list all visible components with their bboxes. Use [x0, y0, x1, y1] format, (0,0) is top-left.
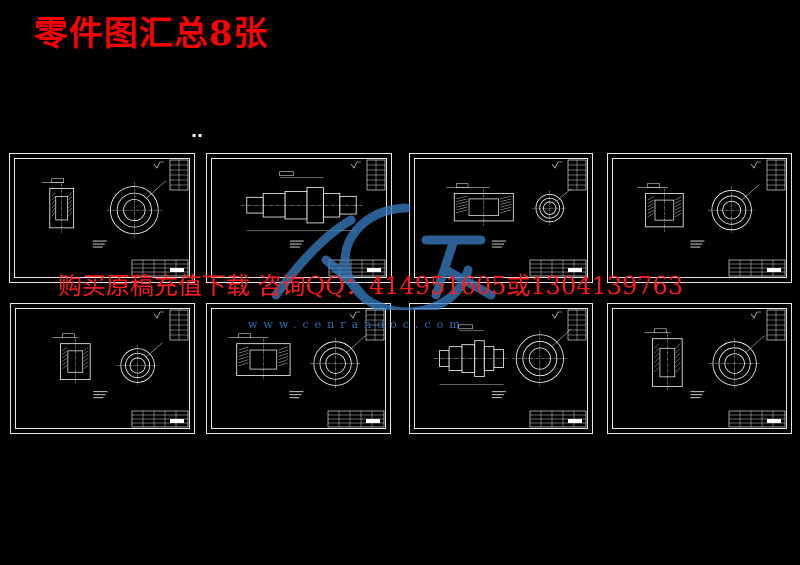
revision-table — [169, 309, 189, 341]
revision-table — [366, 159, 386, 191]
revision-table — [766, 309, 786, 341]
tech-notes — [92, 240, 107, 248]
front-view — [531, 188, 572, 226]
front-view — [309, 335, 366, 390]
cad-drawing — [433, 309, 587, 428]
section-view — [644, 328, 683, 392]
revision-table — [169, 159, 189, 191]
roughness-icon — [350, 161, 361, 169]
cad-drawing — [41, 159, 189, 277]
cad-drawing — [637, 159, 786, 277]
title-block — [728, 410, 786, 428]
page-title: 零件图汇总8张 — [34, 14, 269, 54]
title-block — [327, 410, 385, 428]
title-block — [529, 410, 587, 428]
roughness-icon — [153, 161, 164, 169]
drawing-sheet-6[interactable] — [206, 303, 391, 434]
roughness-icon — [551, 161, 562, 169]
roughness-icon — [750, 161, 761, 169]
roughness-icon — [153, 311, 164, 319]
watermark-url: www.cenrandoc.com — [248, 318, 466, 331]
roughness-icon — [349, 311, 360, 319]
front-view — [116, 342, 163, 387]
title-block — [131, 259, 189, 277]
front-view — [707, 184, 760, 234]
drawing-sheet-1[interactable] — [9, 153, 195, 283]
tech-notes — [491, 240, 506, 248]
shaft-view — [433, 324, 510, 385]
section-view — [228, 333, 291, 381]
tech-notes — [690, 240, 705, 248]
section-view — [41, 178, 75, 233]
drawing-sheet-5[interactable] — [10, 303, 195, 434]
section-view — [52, 333, 91, 385]
title-block — [529, 259, 587, 277]
title-block — [728, 259, 786, 277]
cad-drawing — [446, 159, 587, 277]
stray-mark: ▪ ▪ — [192, 132, 203, 139]
tech-notes — [289, 240, 304, 248]
drawing-sheet-3[interactable] — [409, 153, 593, 283]
title-block — [131, 410, 189, 428]
cad-drawing — [228, 309, 385, 428]
revision-table — [766, 159, 786, 191]
front-view — [708, 335, 765, 390]
watermark-text: 购买原稿充值下载 咨询QQ：414951605或1304139763 — [58, 272, 684, 300]
revision-table — [567, 159, 587, 191]
tech-notes — [93, 391, 108, 399]
drawing-sheet-4[interactable] — [607, 153, 792, 283]
cad-drawing — [52, 309, 189, 428]
revision-table — [365, 309, 385, 341]
watermark-logo-icon — [271, 203, 496, 310]
drawing-sheet-8[interactable] — [607, 303, 792, 434]
roughness-icon — [551, 311, 562, 319]
tech-notes — [690, 391, 705, 399]
revision-table — [567, 309, 587, 341]
section-view — [637, 183, 684, 232]
tech-notes — [289, 391, 304, 399]
tech-notes — [491, 391, 506, 399]
cad-drawing — [644, 309, 786, 428]
drawing-sheet-7[interactable] — [409, 303, 593, 434]
front-view — [106, 180, 167, 238]
front-view — [512, 328, 572, 387]
section-view — [446, 183, 514, 226]
roughness-icon — [750, 311, 761, 319]
